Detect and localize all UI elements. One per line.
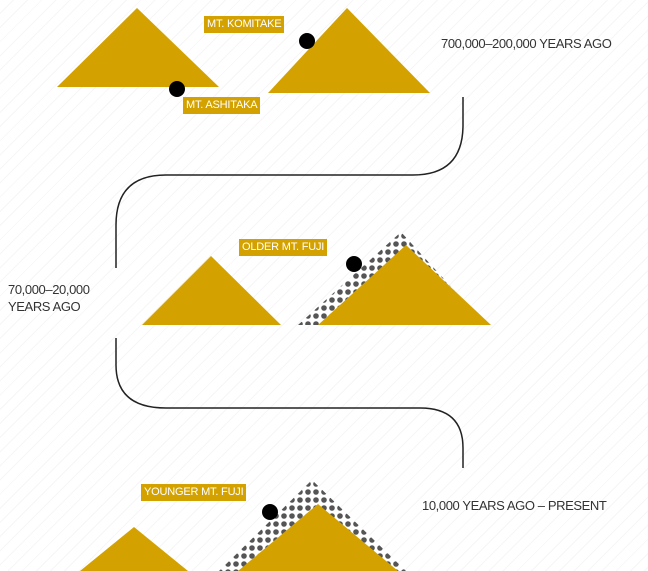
era-2-line-1: 70,000–20,000 [8,282,90,297]
younger-mt-fuji-marker [262,504,278,520]
era-1-text: 700,000–200,000 YEARS AGO [441,36,612,51]
mt-ashitaka-marker [169,81,185,97]
mt-komitake-label: MT. KOMITAKE [204,16,285,33]
era-3-text: 10,000 YEARS AGO – PRESENT [422,498,607,513]
mt-komitake-marker [299,33,315,49]
mt-ashitaka-label: MT. ASHITAKA [183,97,261,114]
younger-mt-fuji-mountain [238,504,398,571]
mt-ashitaka-mountain [57,8,219,87]
older-mt-fuji-marker [346,256,362,272]
small-mountain-bottom [80,527,188,571]
era-2-line-2: YEARS AGO [8,299,81,314]
small-mountain [142,256,281,325]
older-mt-fuji-mountain [318,245,491,325]
younger-mt-fuji-label: YOUNGER MT. FUJI [141,484,247,501]
timeline-path [115,97,464,468]
era-2-text: 70,000–20,000 YEARS AGO [8,281,90,315]
mt-komitake-mountain [268,8,430,93]
older-mt-fuji-label: OLDER MT. FUJI [239,239,328,256]
